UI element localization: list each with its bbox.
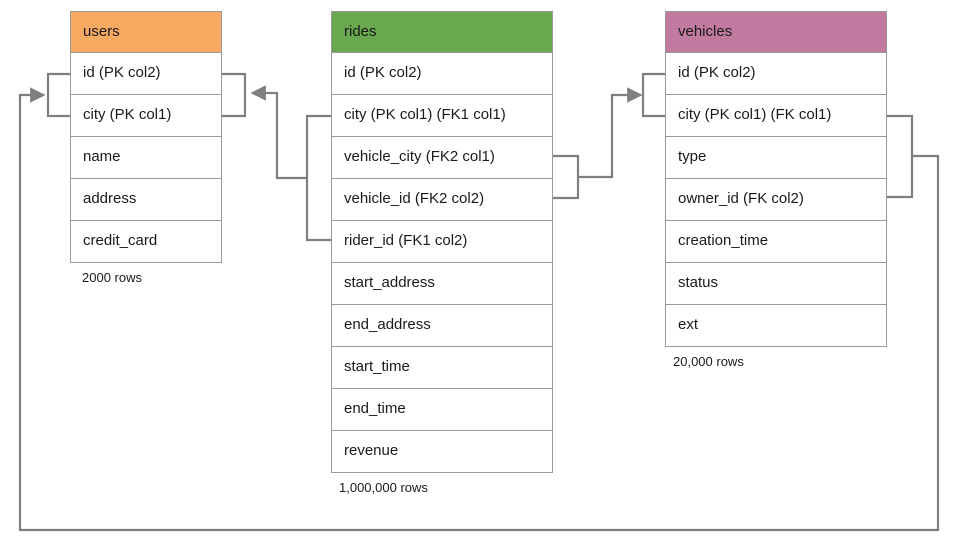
- column-rides-revenue[interactable]: revenue: [331, 431, 553, 473]
- column-rides-rider-id[interactable]: rider_id (FK1 col2): [331, 221, 553, 263]
- table-rides[interactable]: rides id (PK col2) city (PK col1) (FK1 c…: [331, 11, 553, 473]
- connector-rides-fk2-bracket: [553, 154, 580, 200]
- column-users-name[interactable]: name: [70, 137, 222, 179]
- table-rides-title: rides: [344, 23, 377, 40]
- row-count-users: 2000 rows: [82, 270, 142, 285]
- connector-rides-fk1-to-users: [250, 85, 307, 180]
- column-vehicles-type[interactable]: type: [665, 137, 887, 179]
- column-rides-city[interactable]: city (PK col1) (FK1 col1): [331, 95, 553, 137]
- table-vehicles[interactable]: vehicles id (PK col2) city (PK col1) (FK…: [665, 11, 887, 347]
- column-rides-end-time[interactable]: end_time: [331, 389, 553, 431]
- table-users[interactable]: users id (PK col2) city (PK col1) name a…: [70, 11, 222, 263]
- connector-vehicles-left-bracket: [641, 72, 665, 118]
- column-vehicles-owner-id[interactable]: owner_id (FK col2): [665, 179, 887, 221]
- connector-rides-fk2-to-vehicles: [578, 87, 643, 179]
- column-rides-id[interactable]: id (PK col2): [331, 53, 553, 95]
- connector-users-left-bracket: [46, 72, 70, 118]
- column-rides-vehicle-city[interactable]: vehicle_city (FK2 col1): [331, 137, 553, 179]
- column-vehicles-id[interactable]: id (PK col2): [665, 53, 887, 95]
- row-count-vehicles: 20,000 rows: [673, 354, 744, 369]
- column-vehicles-status[interactable]: status: [665, 263, 887, 305]
- connector-users-right-bracket: [222, 72, 247, 118]
- column-users-city[interactable]: city (PK col1): [70, 95, 222, 137]
- table-users-header: users: [70, 11, 222, 53]
- connector-vehicles-fk-bracket: [887, 114, 914, 199]
- column-users-address[interactable]: address: [70, 179, 222, 221]
- column-vehicles-city[interactable]: city (PK col1) (FK col1): [665, 95, 887, 137]
- row-count-rides: 1,000,000 rows: [339, 480, 428, 495]
- connector-rides-fk1-bracket: [305, 114, 331, 242]
- table-users-title: users: [83, 23, 120, 40]
- column-vehicles-ext[interactable]: ext: [665, 305, 887, 347]
- column-rides-vehicle-id[interactable]: vehicle_id (FK2 col2): [331, 179, 553, 221]
- table-rides-header: rides: [331, 11, 553, 53]
- table-vehicles-title: vehicles: [678, 23, 733, 40]
- column-rides-start-address[interactable]: start_address: [331, 263, 553, 305]
- column-rides-start-time[interactable]: start_time: [331, 347, 553, 389]
- table-vehicles-header: vehicles: [665, 11, 887, 53]
- column-vehicles-creation-time[interactable]: creation_time: [665, 221, 887, 263]
- column-users-id[interactable]: id (PK col2): [70, 53, 222, 95]
- column-rides-end-address[interactable]: end_address: [331, 305, 553, 347]
- column-users-credit-card[interactable]: credit_card: [70, 221, 222, 263]
